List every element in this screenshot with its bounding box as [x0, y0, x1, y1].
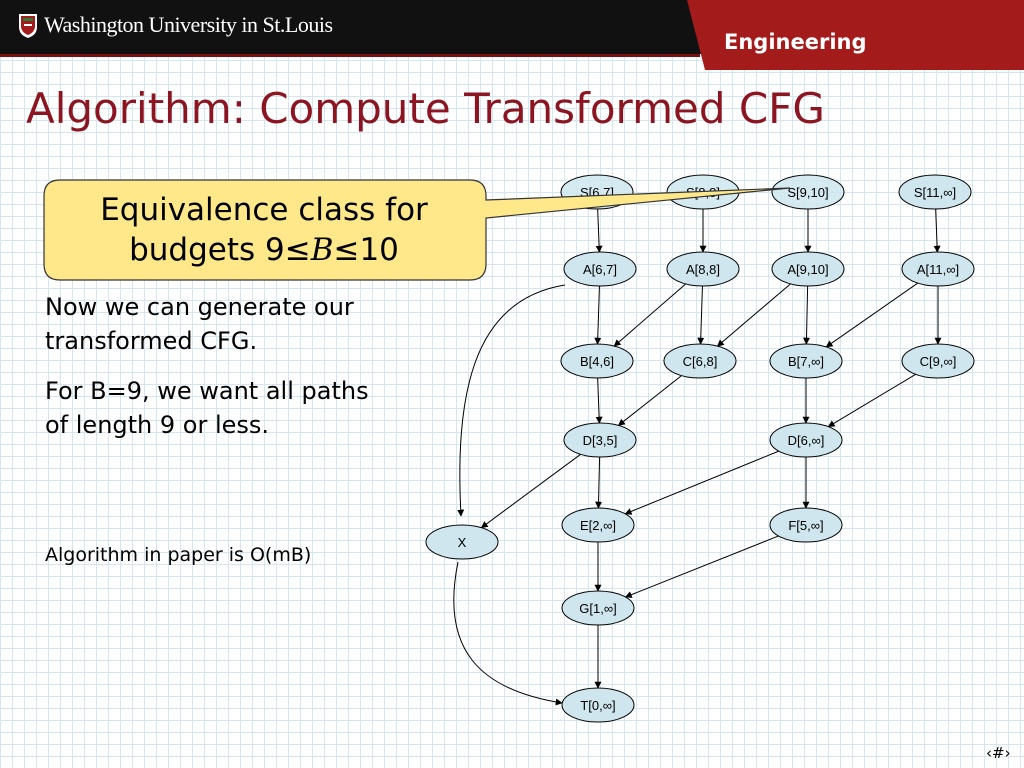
node-label: B[7,∞] [788, 354, 824, 369]
node-C9: C[9,∞] [901, 343, 975, 379]
node-label: S[11,∞] [914, 185, 956, 200]
edge-S11-A11 [933, 208, 941, 253]
node-shape [771, 174, 845, 210]
nodes-layer: S[6,7]S[8,8]S[9,10]S[11,∞]A[6,7]A[8,8]A[… [425, 174, 975, 723]
node-shape [901, 343, 975, 379]
university-name: Washington University in St.Louis [44, 12, 333, 37]
header-bar: Washington University in St.Louis Engine… [0, 0, 1024, 70]
edge-C68-D35 [617, 375, 682, 426]
node-label: G[1,∞] [579, 601, 616, 616]
edge-A88-C68 [697, 285, 705, 345]
callout-line-1: Equivalence class for [100, 192, 428, 228]
edge-C9-D6 [827, 373, 916, 428]
node-S910: S[9,10] [771, 174, 845, 210]
callout-variable: B [310, 232, 334, 268]
node-B46: B[4,6] [560, 343, 634, 379]
node-C68: C[6,8] [663, 343, 737, 379]
edge-D35-E2 [595, 456, 603, 509]
callout-line-2: budgets 9≤B≤10 [44, 230, 484, 270]
curved-edges-layer [453, 284, 566, 706]
callout-bubble [43, 179, 791, 281]
node-shape [769, 507, 843, 543]
node-A11: A[11,∞] [901, 251, 975, 287]
node-A88: A[8,8] [666, 251, 740, 287]
header-stripe [0, 54, 700, 57]
node-shape [901, 251, 975, 287]
node-shape [898, 174, 972, 210]
node-label: D[3,5] [583, 433, 618, 448]
edge-B46-D35 [595, 377, 603, 424]
body-paragraph-2: For B=9, we want all paths of length 9 o… [45, 377, 369, 439]
node-D6: D[6,∞] [769, 422, 843, 458]
node-shape [561, 687, 635, 723]
edge-A67-X [457, 284, 566, 517]
node-label: A[9,10] [787, 262, 828, 277]
node-label: T[0,∞] [580, 698, 615, 713]
node-shape [769, 422, 843, 458]
node-label: B[4,6] [580, 354, 614, 369]
node-label: A[8,8] [686, 262, 720, 277]
page-title: Algorithm: Compute Transformed CFG [26, 84, 825, 133]
edge-A910-B7 [803, 285, 811, 345]
edge-F5-G1 [624, 535, 779, 598]
university-crest-icon [19, 14, 37, 38]
node-shape [663, 343, 737, 379]
callout-prefix: budgets 9≤ [129, 232, 311, 268]
edge-A88-B46 [613, 283, 687, 347]
callout-suffix: ≤10 [333, 232, 399, 268]
edge-D6-E2 [624, 450, 779, 515]
node-S11: S[11,∞] [898, 174, 972, 210]
slide-number: ‹#› [986, 744, 1011, 762]
node-label: C[9,∞] [920, 354, 957, 369]
node-shape [561, 590, 635, 626]
node-shape [425, 524, 499, 560]
edges-layer [480, 208, 942, 689]
body-paragraph-3: Algorithm in paper is O(mB) [45, 544, 312, 566]
node-shape [561, 507, 635, 543]
node-A67: A[6,7] [563, 251, 637, 287]
school-name: Engineering [724, 30, 867, 54]
node-A910: A[9,10] [771, 251, 845, 287]
edge-D35-X [480, 453, 581, 529]
node-G1: G[1,∞] [561, 590, 635, 626]
node-T0: T[0,∞] [561, 687, 635, 723]
node-label: S[9,10] [787, 185, 828, 200]
edge-A910-C68 [716, 283, 791, 347]
node-label: D[6,∞] [788, 433, 825, 448]
equivalence-callout: Equivalence class for budgets 9≤B≤10 [44, 190, 484, 270]
node-label: A[11,∞] [917, 262, 959, 277]
node-shape [560, 343, 634, 379]
edge-S67-A67 [595, 208, 603, 253]
node-F5: F[5,∞] [769, 507, 843, 543]
node-shape [563, 422, 637, 458]
node-shape [769, 343, 843, 379]
callout-layer [43, 179, 791, 281]
node-label: A[6,7] [583, 262, 617, 277]
node-label: E[2,∞] [580, 518, 616, 533]
node-D35: D[3,5] [563, 422, 637, 458]
node-shape [563, 251, 637, 287]
body-paragraph-1: Now we can generate our transformed CFG. [45, 293, 354, 355]
node-X: X [425, 524, 499, 560]
node-shape [666, 251, 740, 287]
node-label: F[5,∞] [788, 518, 823, 533]
edge-A67-B46 [594, 285, 602, 345]
node-label: C[6,8] [683, 354, 718, 369]
header-red-tab [687, 0, 1024, 70]
edge-A11-B7 [825, 282, 919, 348]
node-B7: B[7,∞] [769, 343, 843, 379]
node-shape [771, 251, 845, 287]
edge-X-T0 [453, 561, 563, 706]
node-label: X [458, 535, 467, 550]
node-E2: E[2,∞] [561, 507, 635, 543]
